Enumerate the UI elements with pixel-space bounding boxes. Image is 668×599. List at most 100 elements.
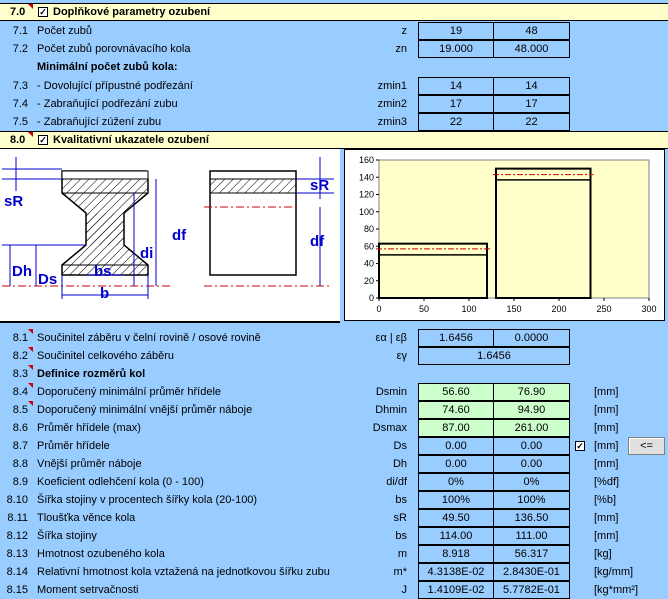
value-gear-2[interactable]: 76.90	[493, 383, 570, 401]
value-gear-2[interactable]: 48.000	[493, 40, 570, 58]
x-tick-label: 50	[419, 304, 429, 314]
row-description: - Dovolující přípustné podřezání	[37, 80, 193, 92]
plot-area	[378, 159, 650, 299]
section-7-number: 7.0	[10, 6, 26, 18]
gear-section-left	[2, 157, 170, 299]
comment-marker	[28, 132, 33, 137]
row-number: 8.4	[12, 386, 28, 398]
row-number: 8.8	[12, 458, 28, 470]
x-tick-label: 200	[551, 304, 566, 314]
section-7-checkbox[interactable]: ✓	[38, 7, 48, 17]
section-7-header: 7.0 ✓ Doplňkové parametry ozubení	[0, 3, 668, 21]
diagram-label-df-right: df	[310, 233, 325, 250]
value-gear-1[interactable]: 87.00	[418, 419, 494, 437]
value-gear-2[interactable]: 56.317	[493, 545, 570, 563]
row-description: - Zabraňující zúžení zubu	[37, 116, 162, 128]
row-unit: [kg*mm²]	[594, 584, 638, 596]
y-tick-label: 120	[359, 190, 374, 200]
row-description: Moment setrvačnosti	[37, 584, 139, 596]
value-gear-2[interactable]: 0.00	[493, 437, 570, 455]
value-gear-2[interactable]: 5.7782E-01	[493, 581, 570, 599]
value-gear-2[interactable]: 17	[493, 95, 570, 113]
value-merged[interactable]: 1.6456	[418, 347, 570, 365]
value-gear-2[interactable]: 111.00	[493, 527, 570, 545]
value-gear-2[interactable]: 2.8430E-01	[493, 563, 570, 581]
row-8-7-checkbox[interactable]: ✓	[575, 441, 585, 451]
comment-marker	[28, 4, 33, 9]
value-gear-2[interactable]: 94.90	[493, 401, 570, 419]
row-description: Tloušťka věnce kola	[37, 512, 136, 524]
value-gear-1[interactable]: 4.3138E-02	[418, 563, 494, 581]
value-gear-2[interactable]: 22	[493, 113, 570, 131]
diagram-label-b: b	[100, 285, 110, 302]
value-gear-1[interactable]: 0.00	[418, 437, 494, 455]
value-gear-1[interactable]: 56.60	[418, 383, 494, 401]
bar-outer	[495, 167, 592, 299]
row-unit: [kg/mm]	[594, 566, 634, 578]
gear-section-right	[204, 157, 334, 287]
row-symbol: J	[401, 584, 408, 596]
x-tick-label: 100	[461, 304, 476, 314]
value-gear-1[interactable]: 8.918	[418, 545, 494, 563]
value-gear-2[interactable]: 48	[493, 22, 570, 40]
row-description: Počet zubů porovnávacího kola	[37, 43, 191, 55]
value-gear-2[interactable]: 0%	[493, 473, 570, 491]
y-tick-label: 60	[364, 241, 374, 251]
comment-marker	[28, 329, 33, 334]
row-symbol: zmin1	[377, 80, 407, 92]
comment-marker	[28, 347, 33, 352]
value-gear-1[interactable]: 1.4109E-02	[418, 581, 494, 599]
value-gear-1[interactable]: 1.6456	[418, 329, 494, 347]
row-number: 7.5	[12, 116, 28, 128]
value-gear-1[interactable]: 14	[418, 77, 494, 95]
value-gear-2[interactable]: 0.00	[493, 455, 570, 473]
y-tick-label: 140	[359, 172, 374, 182]
row-symbol: di/df	[386, 476, 407, 488]
row-unit: [kg]	[594, 548, 612, 560]
value-gear-1[interactable]: 19	[418, 22, 494, 40]
row-description: Průměr hřídele	[37, 440, 110, 452]
row-number: 7.1	[12, 25, 28, 37]
value-gear-1[interactable]: 49.50	[418, 509, 494, 527]
row-symbol: Dsmax	[372, 422, 407, 434]
diagram-label-sR-right: sR	[310, 177, 330, 194]
row-symbol: εγ	[396, 350, 407, 362]
value-gear-1[interactable]: 22	[418, 113, 494, 131]
value-gear-1[interactable]: 17	[418, 95, 494, 113]
row-description: Průměr hřídele (max)	[37, 422, 141, 434]
row-description: Součinitel celkového záběru	[37, 350, 174, 362]
y-tick-label: 80	[364, 224, 374, 234]
value-gear-1[interactable]: 0.00	[418, 455, 494, 473]
value-gear-2[interactable]: 14	[493, 77, 570, 95]
row-unit: [mm]	[594, 404, 619, 416]
x-tick-label: 250	[596, 304, 611, 314]
section-8-checkbox[interactable]: ✓	[38, 135, 48, 145]
copy-values-button[interactable]: <=	[628, 437, 665, 455]
value-gear-1[interactable]: 19.000	[418, 40, 494, 58]
row-description: - Zabraňující podřezání zubu	[37, 98, 178, 110]
value-gear-2[interactable]: 261.00	[493, 419, 570, 437]
row-symbol: εα | εβ	[375, 332, 407, 344]
value-gear-2[interactable]: 100%	[493, 491, 570, 509]
value-gear-1[interactable]: 74.60	[418, 401, 494, 419]
row-symbol: m	[397, 548, 407, 560]
row-number: 8.6	[12, 422, 28, 434]
value-gear-2[interactable]: 0.0000	[493, 329, 570, 347]
value-gear-1[interactable]: 0%	[418, 473, 494, 491]
value-gear-2[interactable]: 136.50	[493, 509, 570, 527]
value-gear-1[interactable]: 100%	[418, 491, 494, 509]
row-number: 8.10	[6, 494, 28, 506]
copy-button-label: <=	[640, 440, 653, 452]
y-tick-label: 160	[359, 155, 374, 165]
value-gear-1[interactable]: 114.00	[418, 527, 494, 545]
